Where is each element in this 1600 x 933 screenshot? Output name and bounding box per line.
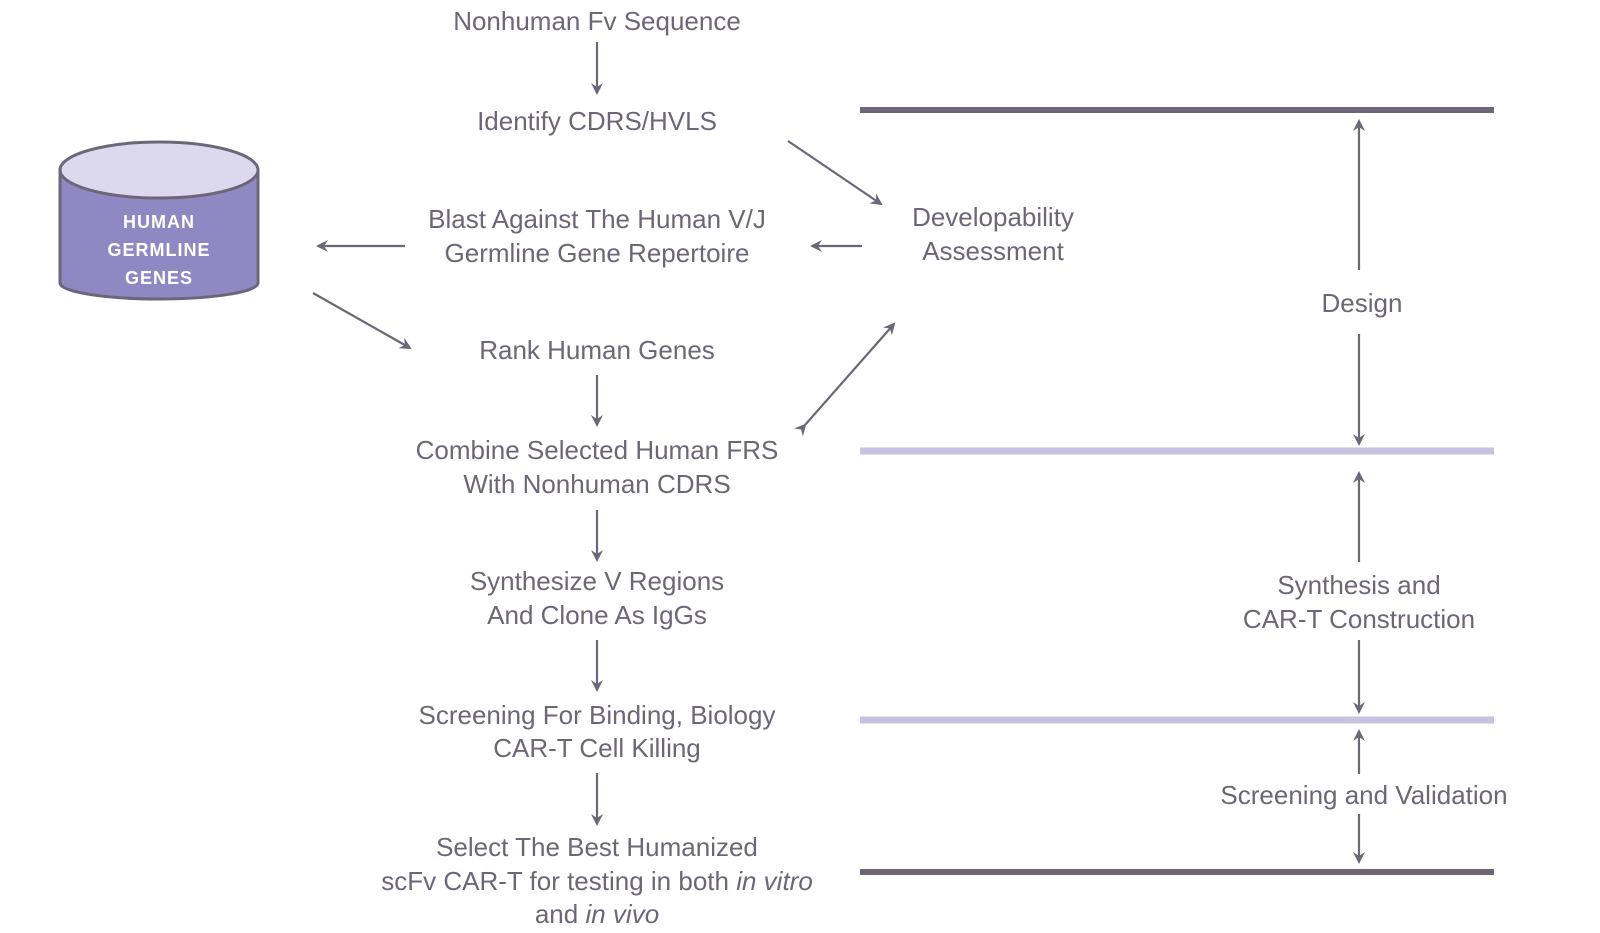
phase-synthesis: Synthesis and CAR-T Construction: [1243, 471, 1475, 714]
step-rank-human-genes: Rank Human Genes: [479, 335, 715, 365]
database-label-line-2: GERMLINE: [107, 240, 210, 260]
step-synthesize-line-1: Synthesize V Regions: [470, 566, 724, 596]
phase-screening-label: Screening and Validation: [1220, 780, 1507, 810]
database-label-line-1: HUMAN: [123, 212, 195, 232]
step-blast-line-2: Germline Gene Repertoire: [445, 238, 750, 268]
database-body: [58, 168, 260, 301]
flow-arrows: [312, 42, 896, 826]
arrow-identify-to-assessment: [787, 140, 883, 206]
step-select-in-vivo: in vivo: [585, 899, 659, 929]
step-select-line-3-text: and: [535, 899, 586, 929]
phase-rules: [860, 107, 1494, 875]
arrow-database-to-rank: [312, 292, 412, 349]
step-blast-line-1: Blast Against The Human V/J: [428, 204, 766, 234]
phase-synthesis-label-line-1: Synthesis and: [1277, 570, 1440, 600]
step-nonhuman-fv-sequence: Nonhuman Fv Sequence: [453, 6, 741, 36]
step-select-line-2: scFv CAR-T for testing in both in vitro: [381, 866, 813, 896]
step-select-line-3: and in vivo: [535, 899, 659, 929]
assessment-line-1: Developability: [912, 202, 1074, 232]
developability-assessment: Developability Assessment: [912, 202, 1074, 266]
arrow-combine-assessment-bidirectional: [793, 322, 896, 437]
step-select-line-1: Select The Best Humanized: [436, 832, 758, 862]
step-screening-line-2: CAR-T Cell Killing: [493, 733, 701, 763]
assessment-line-2: Assessment: [922, 236, 1064, 266]
phase-design: Design: [1322, 119, 1403, 446]
database-label-line-3: GENES: [125, 268, 193, 288]
step-combine-line-2: With Nonhuman CDRS: [463, 469, 730, 499]
step-combine-line-1: Combine Selected Human FRS: [416, 435, 779, 465]
phase-screening: Screening and Validation: [1220, 729, 1508, 864]
step-select-in-vitro: in vitro: [736, 866, 813, 896]
database-top: [58, 140, 260, 200]
step-identify-cdrs: Identify CDRS/HVLS: [477, 106, 717, 136]
step-synthesize-line-2: And Clone As IgGs: [487, 600, 707, 630]
step-select-line-2-text: scFv CAR-T for testing in both: [381, 866, 736, 896]
human-germline-genes-database: HUMAN GERMLINE GENES: [58, 140, 260, 301]
phase-synthesis-label-line-2: CAR-T Construction: [1243, 604, 1475, 634]
step-screening-line-1: Screening For Binding, Biology: [419, 700, 776, 730]
workflow-steps: Nonhuman Fv Sequence Identify CDRS/HVLS …: [381, 6, 813, 929]
phase-design-label: Design: [1322, 288, 1403, 318]
